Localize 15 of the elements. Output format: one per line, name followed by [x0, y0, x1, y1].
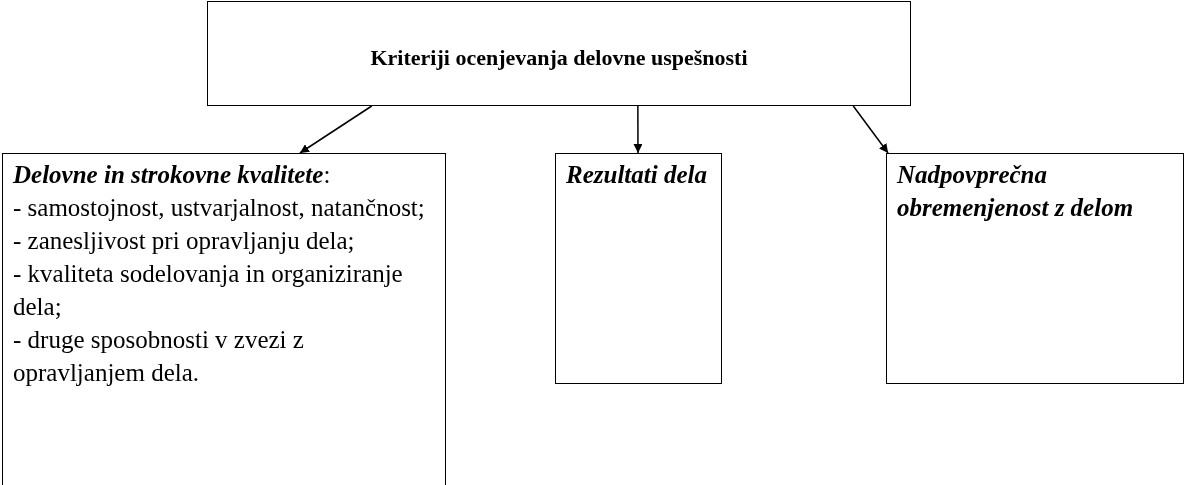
title-text: Kriteriji ocenjevanja delovne uspešnosti	[370, 43, 748, 72]
list-item: - samostojnost, ustvarjalnost, natančnost;	[13, 193, 426, 223]
criterion-heading: Nadpovprečna obremenjenost z delom	[897, 160, 1135, 223]
criterion-box	[886, 153, 1184, 384]
arrow	[633, 105, 643, 154]
list-item: - zanesljivost pri opravljanju dela;	[13, 226, 356, 256]
arrow	[852, 105, 889, 154]
list-item: - druge sposobnosti v zvezi z opravljanjem dela.	[13, 325, 305, 388]
title-box	[207, 1, 911, 106]
criterion-heading: Rezultati dela	[566, 160, 708, 190]
criterion-box	[555, 153, 722, 384]
arrow	[299, 105, 373, 154]
criterion-box	[2, 153, 446, 485]
criterion-heading: Delovne in strokovne kvalitete:	[13, 160, 332, 190]
list-item: - kvaliteta sodelovanja in organiziranje dela;	[13, 259, 404, 322]
